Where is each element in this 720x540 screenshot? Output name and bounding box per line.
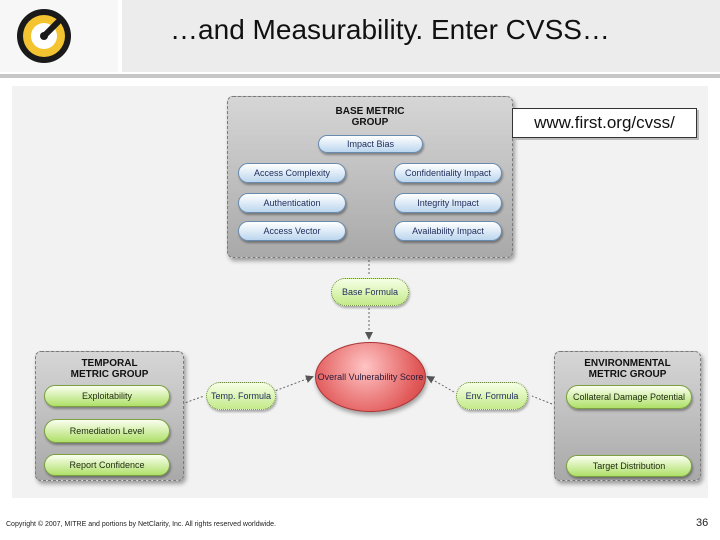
cvss-url-label: www.first.org/cvss/ [512, 108, 697, 138]
confidentiality-impact-node: Confidentiality Impact [394, 163, 502, 183]
impact-bias-node: Impact Bias [318, 135, 423, 153]
page-number: 36 [696, 517, 709, 529]
header-band [122, 0, 720, 72]
header-divider [0, 74, 720, 78]
authentication-node: Authentication [238, 193, 346, 213]
access-vector-node: Access Vector [238, 221, 346, 241]
temp-formula-node: Temp. Formula [206, 382, 276, 410]
slide-header: …and Measurability. Enter CVSS… [0, 0, 720, 72]
slide-title: …and Measurability. Enter CVSS… [170, 14, 610, 45]
exploitability-node: Exploitability [44, 385, 170, 407]
environmental-group-title: ENVIRONMENTAL METRIC GROUP [584, 358, 671, 380]
integrity-impact-node: Integrity Impact [394, 193, 502, 213]
collateral-damage-node: Collateral Damage Potential [566, 385, 692, 409]
remediation-level-node: Remediation Level [44, 419, 170, 443]
access-complexity-node: Access Complexity [238, 163, 346, 183]
report-confidence-node: Report Confidence [44, 454, 170, 476]
target-distribution-node: Target Distribution [566, 455, 692, 477]
logo-panel [0, 0, 118, 72]
env-formula-node: Env. Formula [456, 382, 528, 410]
copyright-footer: Copyright © 2007, MITRE and portions by … [6, 521, 276, 528]
base-formula-node: Base Formula [331, 278, 409, 306]
overall-score-node: Overall Vulnerability Score [315, 342, 426, 412]
temporal-group-title: TEMPORAL METRIC GROUP [70, 358, 149, 380]
base-group-title: BASE METRIC GROUP [335, 106, 405, 128]
availability-impact-node: Availability Impact [394, 221, 502, 241]
circular-gauge-logo [17, 9, 71, 63]
